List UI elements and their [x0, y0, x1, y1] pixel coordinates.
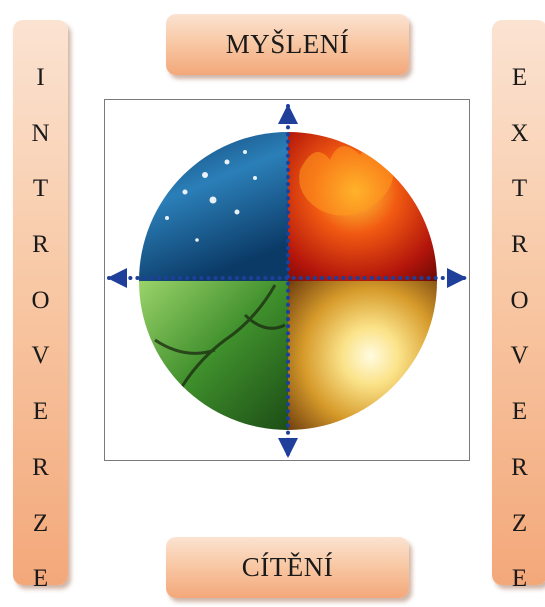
introversion-letter: E	[32, 398, 49, 426]
introversion-letter: T	[32, 175, 49, 203]
extroversion-letter: E	[511, 565, 528, 593]
sunset-image	[288, 281, 437, 430]
introversion-letter: I	[36, 64, 45, 91]
fire-flames	[299, 146, 394, 216]
introversion-letter: Z	[32, 509, 49, 537]
diagram-frame	[104, 99, 470, 461]
extroversion-letter: X	[510, 119, 529, 147]
extroversion-letter: R	[511, 453, 528, 481]
extroversion-letter: V	[510, 342, 529, 370]
introversion-letter: E	[32, 565, 49, 593]
forest-image	[139, 281, 288, 430]
feeling-label: CÍTĚNÍ	[166, 537, 409, 598]
extroversion-letter: E	[511, 64, 528, 91]
extroversion-letter: E	[511, 398, 528, 426]
introversion-letter: N	[31, 119, 50, 147]
water-image	[139, 132, 288, 281]
introversion-letter: O	[31, 286, 50, 314]
extroversion-letter: O	[510, 286, 529, 314]
introversion-bar: I N T R O V E R Z E	[13, 20, 68, 592]
introversion-letter: R	[32, 231, 49, 259]
elements-circle-diagram	[107, 104, 467, 458]
extroversion-letter: T	[511, 175, 528, 203]
extroversion-letter: Z	[511, 509, 528, 537]
extroversion-bar: E X T R O V E R Z E	[492, 20, 545, 592]
introversion-letter: R	[32, 453, 49, 481]
extroversion-letter: R	[511, 231, 528, 259]
thinking-label: MYŠLENÍ	[166, 14, 409, 75]
introversion-letter: V	[31, 342, 50, 370]
water-sparkles	[165, 150, 257, 242]
